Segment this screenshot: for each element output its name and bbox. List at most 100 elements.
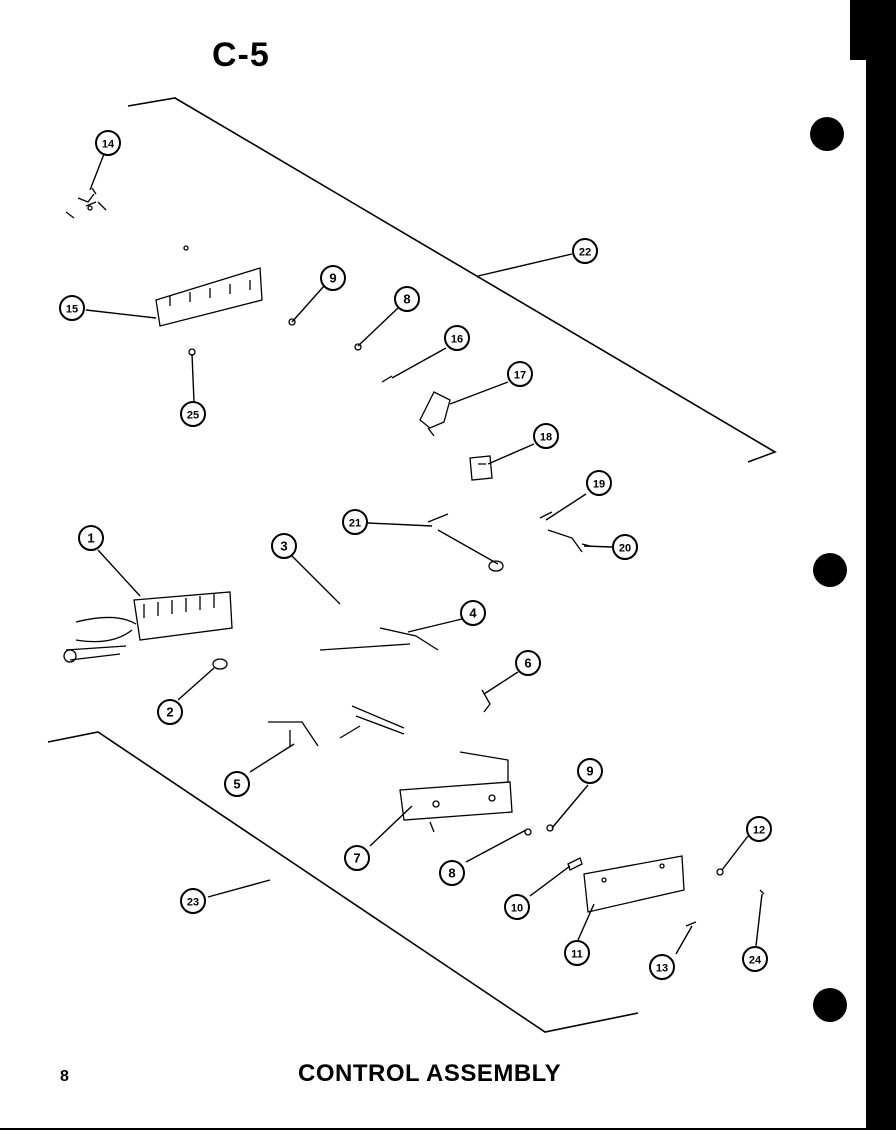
callout-10: 10 [504, 894, 530, 920]
callout-label: 8 [448, 866, 455, 881]
callout-5: 5 [224, 771, 250, 797]
callout-circle [344, 845, 370, 871]
part-2-sketch [212, 658, 228, 670]
part-12-sketch [716, 868, 724, 876]
callout-1: 1 [78, 525, 104, 551]
callout-circle [515, 650, 541, 676]
callout-label: 15 [66, 304, 78, 316]
callout-label: 7 [353, 851, 360, 866]
callout-circle [439, 860, 465, 886]
lower-group-bracket [47, 731, 639, 1033]
callout-circle [742, 946, 768, 972]
callout-circle [577, 758, 603, 784]
callout-circle [342, 509, 368, 535]
callout-11: 11 [564, 940, 590, 966]
callout-14: 14 [95, 130, 121, 156]
callout-label: 9 [586, 764, 593, 779]
binder-hole-bottom [813, 988, 847, 1022]
callout-label: 2 [166, 705, 173, 720]
leader-lines [85, 153, 763, 955]
figure-tag: C-5 [212, 36, 270, 74]
callout-label: 3 [280, 539, 287, 554]
part-10-sketch [567, 857, 583, 871]
part-8-lower-sketch [524, 828, 532, 836]
callout-label: 17 [514, 370, 526, 382]
part-sketches [63, 187, 765, 927]
part-17-sketch [419, 391, 451, 437]
callout-4: 4 [460, 600, 486, 626]
part-5-sketch [268, 705, 405, 747]
callout-circle [586, 470, 612, 496]
part-9-lower-sketch [546, 824, 554, 832]
callout-circle [78, 525, 104, 551]
callout-circle [504, 894, 530, 920]
callout-circle [224, 771, 250, 797]
part-24-sketch [759, 889, 765, 895]
screw-sketches-upper [288, 318, 393, 383]
part-13-sketch [685, 921, 697, 927]
callout-9: 9 [320, 265, 346, 291]
callout-circle [746, 816, 772, 842]
callout-label: 20 [619, 543, 631, 555]
callout-label: 6 [524, 656, 531, 671]
callout-25: 25 [180, 401, 206, 427]
scan-edge-corner [850, 0, 896, 60]
callout-7: 7 [344, 845, 370, 871]
callout-16: 16 [444, 325, 470, 351]
callout-2: 2 [157, 699, 183, 725]
callout-label: 21 [349, 518, 361, 530]
exploded-parts-diagram: 1234567889910111213141516171819202122232… [47, 97, 777, 1033]
callout-label: 18 [540, 432, 552, 444]
callout-label: 9 [329, 271, 336, 286]
binder-hole-middle [813, 553, 847, 587]
part-11-sketch [583, 855, 685, 913]
callout-17: 17 [507, 361, 533, 387]
callout-circle [320, 265, 346, 291]
callout-circle [564, 940, 590, 966]
callout-18: 18 [533, 423, 559, 449]
part-4-sketch [319, 627, 439, 651]
callout-circle [572, 238, 598, 264]
callout-circle [180, 888, 206, 914]
callout-label: 19 [593, 479, 605, 491]
callout-9: 9 [577, 758, 603, 784]
callout-12: 12 [746, 816, 772, 842]
callout-circle [59, 295, 85, 321]
callout-15: 15 [59, 295, 85, 321]
callout-23: 23 [180, 888, 206, 914]
page-number: 8 [60, 1068, 69, 1085]
diagram-caption: CONTROL ASSEMBLY [298, 1060, 562, 1087]
part-1-sketch [63, 591, 233, 663]
callout-3: 3 [271, 533, 297, 559]
callout-22: 22 [572, 238, 598, 264]
callout-circle [649, 954, 675, 980]
callout-circle [271, 533, 297, 559]
callout-circle [180, 401, 206, 427]
part-19-20-sketch [539, 511, 591, 553]
part-6-sketch [481, 689, 491, 713]
callout-label: 12 [753, 825, 765, 837]
callout-6: 6 [515, 650, 541, 676]
callout-label: 23 [187, 897, 199, 909]
callout-label: 22 [579, 247, 591, 259]
callout-circle [612, 534, 638, 560]
callout-13: 13 [649, 954, 675, 980]
callout-label: 14 [102, 139, 115, 151]
callout-label: 10 [511, 903, 523, 915]
callout-circle [444, 325, 470, 351]
callout-20: 20 [612, 534, 638, 560]
upper-group-bracket [127, 97, 777, 463]
callout-label: 13 [656, 963, 668, 975]
callout-label: 5 [233, 777, 240, 792]
callout-circle [95, 130, 121, 156]
callout-21: 21 [342, 509, 368, 535]
callout-24: 24 [742, 946, 768, 972]
callout-circle [507, 361, 533, 387]
callout-19: 19 [586, 470, 612, 496]
part-15-sketch [155, 245, 263, 356]
callout-label: 11 [571, 949, 583, 961]
part-21-sketch [427, 513, 504, 572]
callout-circle [157, 699, 183, 725]
callout-label: 16 [451, 334, 463, 346]
callout-label: 8 [403, 292, 410, 307]
